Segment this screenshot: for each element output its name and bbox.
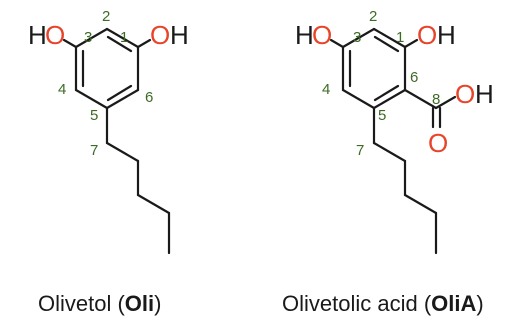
olivetol-hydroxyl-o-left: O: [45, 20, 65, 50]
oliA-carbonyl-o: O: [428, 128, 448, 158]
oliA-carboxyl-h: H: [475, 79, 494, 109]
oliA-caption-abbrev: OliA: [431, 291, 476, 316]
olivetolic-acid-caption: Olivetolic acid (OliA): [282, 291, 484, 316]
olivetolic-acid-bonds: [329, 27, 457, 255]
oliA-atom-number-3: 3: [353, 29, 361, 46]
olivetol-caption-suffix: ): [154, 291, 161, 316]
olivetol-atom-number-5: 5: [90, 107, 98, 124]
olivetol-caption: Olivetol (Oli): [38, 291, 161, 316]
oliA-atom-number-1: 1: [396, 29, 404, 46]
olivetol-hydroxyl-o-right: O: [150, 20, 170, 50]
olivetol-bonds: [62, 27, 171, 255]
olivetol-atom-number-7: 7: [90, 142, 98, 159]
oliA-atom-number-5: 5: [378, 107, 386, 124]
olivetol-atom-number-1: 1: [120, 29, 128, 46]
oliA-hydroxyl-h-left: H: [295, 20, 314, 50]
oliA-hydroxyl-o-left: O: [312, 20, 332, 50]
oliA-atom-number-8: 8: [432, 91, 440, 108]
olivetol-atom-number-6: 6: [145, 89, 153, 106]
oliA-atom-number-4: 4: [322, 81, 330, 98]
olivetol-atom-number-2: 2: [102, 8, 110, 25]
olivetol-hydroxyl-h-right: H: [170, 20, 189, 50]
oliA-hydroxyl-o-right: O: [417, 20, 437, 50]
olivetol-structure: H O O H 2 1 3 4 6 5 7 Olivetol (Oli): [28, 8, 189, 316]
oliA-atom-number-2: 2: [369, 8, 377, 25]
oliA-carboxyl-o: O: [455, 79, 475, 109]
olivetol-atom-number-3: 3: [84, 29, 92, 46]
olivetol-caption-prefix: Olivetol (: [38, 291, 125, 316]
oliA-atom-number-6: 6: [410, 69, 418, 86]
oliA-atom-number-7: 7: [356, 142, 364, 159]
olivetol-atom-number-4: 4: [58, 81, 66, 98]
olivetol-caption-abbrev: Oli: [125, 291, 154, 316]
oliA-caption-suffix: ): [476, 291, 483, 316]
olivetolic-acid-structure: H O O H O H O 2 1 3 4 6 5 8 7 Olivetolic…: [282, 8, 494, 316]
oliA-caption-prefix: Olivetolic acid (: [282, 291, 432, 316]
oliA-hydroxyl-h-right: H: [437, 20, 456, 50]
olivetol-hydroxyl-h-left: H: [28, 20, 47, 50]
